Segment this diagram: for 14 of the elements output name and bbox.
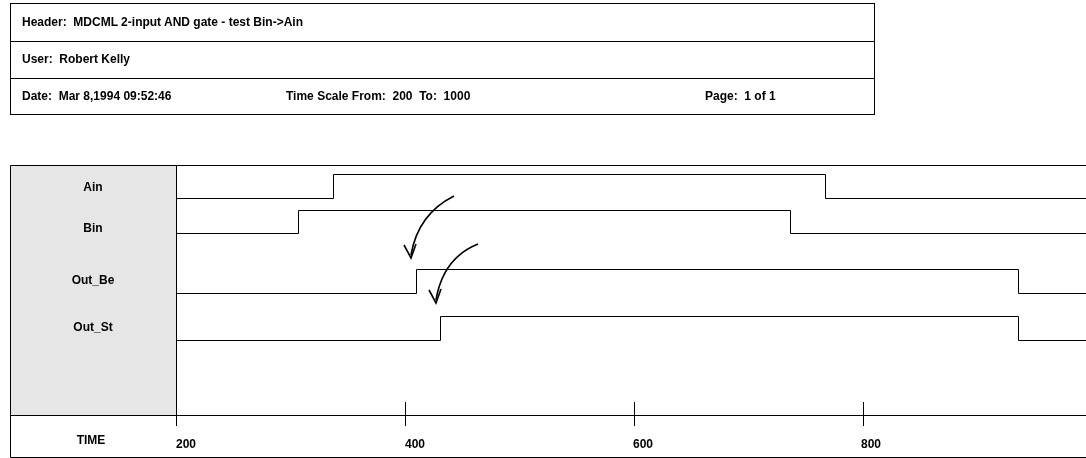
- date-text: Date: Mar 8,1994 09:52:46: [22, 89, 172, 103]
- tick-label: 400: [405, 437, 426, 451]
- signal-name: Bin: [83, 221, 103, 235]
- signal-name: Out_St: [73, 320, 113, 334]
- axis-title: TIME: [76, 433, 106, 447]
- signal-name: Out_Be: [71, 273, 115, 287]
- tick-label: 200: [176, 437, 197, 451]
- tick-label: 800: [861, 437, 882, 451]
- user-text: User: Robert Kelly: [22, 52, 131, 66]
- time-scale-text: Time Scale From: 200 To: 1000: [286, 89, 471, 103]
- page-number: Page: 1 of 1: [705, 89, 776, 103]
- header-text: Header: MDCML 2-input AND gate - test Bin->Ain: [22, 15, 303, 29]
- signal-name: Ain: [83, 180, 103, 194]
- tick-label: 600: [633, 437, 654, 451]
